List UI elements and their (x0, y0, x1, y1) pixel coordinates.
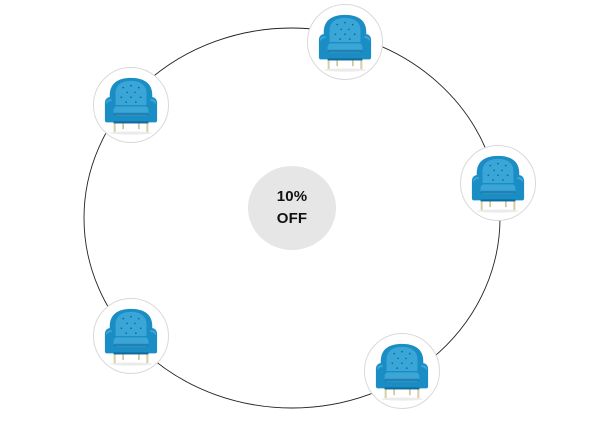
armchair-icon (104, 77, 158, 135)
armchair-node-top (307, 4, 383, 80)
discount-badge: 10% OFF (248, 166, 336, 250)
armchair-node-lower-left (93, 298, 169, 374)
discount-percent: 10% (276, 188, 308, 205)
armchair-icon (375, 343, 429, 401)
discount-label: OFF (276, 210, 308, 227)
armchair-node-bottom (364, 333, 440, 409)
armchair-icon (471, 155, 525, 213)
armchair-icon (104, 308, 158, 366)
armchair-node-right (460, 145, 536, 221)
armchair-icon (318, 14, 372, 72)
armchair-node-upper-left (93, 67, 169, 143)
